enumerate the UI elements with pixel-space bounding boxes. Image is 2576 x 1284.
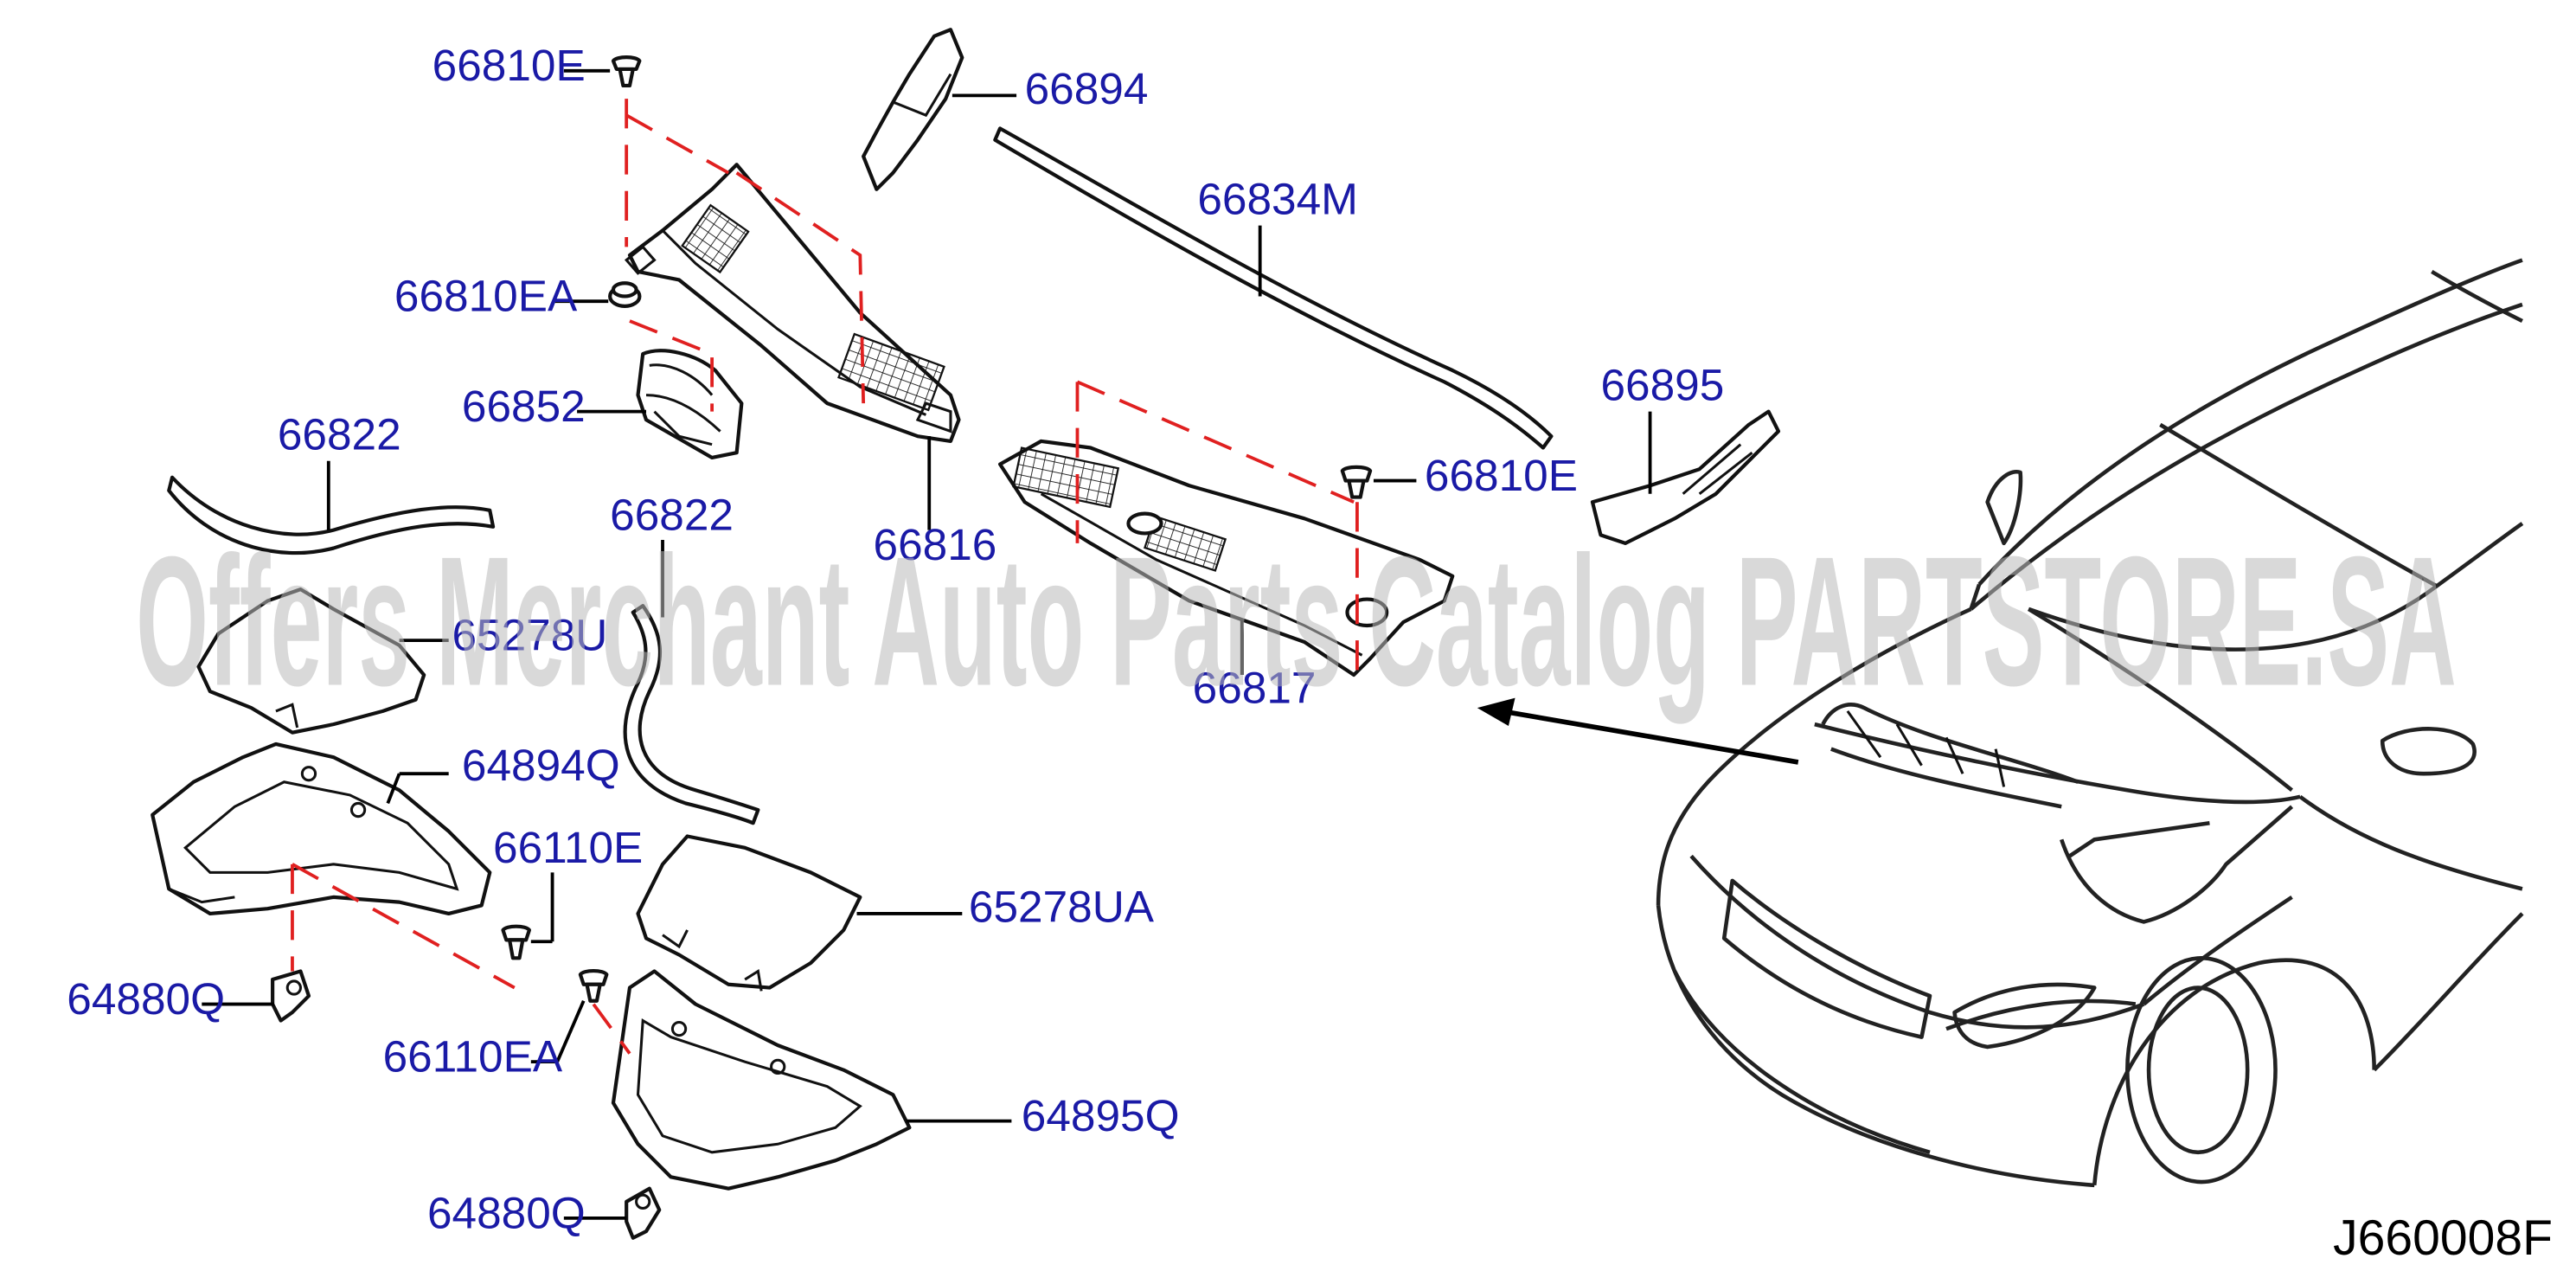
- label-66817: 66817: [1193, 663, 1317, 712]
- clip-66110E: [501, 924, 532, 960]
- clip-66110EA: [578, 968, 609, 1003]
- part-66816: [624, 163, 961, 443]
- label-66110E: 66110E: [493, 823, 643, 872]
- leader-lines: [202, 68, 1652, 1220]
- label-66894: 66894: [1025, 64, 1149, 113]
- part-66834M: [993, 126, 1554, 450]
- part-65278U: [196, 587, 426, 735]
- label-64880Q-bottom: 64880Q: [427, 1188, 586, 1237]
- part-66852: [636, 349, 744, 460]
- label-66810E-top: 66810E: [433, 41, 586, 90]
- part-66894: [862, 28, 964, 191]
- car-illustration: [1656, 258, 2524, 1188]
- label-64894Q: 64894Q: [462, 741, 620, 790]
- clip-66810E-mid: [1340, 465, 1373, 499]
- label-66822-left: 66822: [278, 409, 401, 459]
- part-66895: [1590, 409, 1781, 545]
- location-arrow: [1477, 697, 1799, 765]
- diagram-code: J660008F: [2333, 1210, 2553, 1266]
- part-66817: [997, 439, 1455, 677]
- grommet-66810EA: [608, 281, 642, 308]
- label-65278UA: 65278UA: [969, 882, 1155, 931]
- assembly-lines: [291, 99, 1359, 1055]
- part-65278UA: [636, 834, 862, 992]
- part-66822-left: [167, 475, 496, 555]
- label-66834M: 66834M: [1197, 174, 1358, 223]
- label-64895Q: 64895Q: [1022, 1091, 1180, 1140]
- part-64880Q-left: [271, 969, 311, 1023]
- part-64895Q: [611, 969, 912, 1191]
- label-66822-mid: 66822: [610, 491, 734, 540]
- label-66816: 66816: [874, 520, 997, 569]
- label-66110EA: 66110EA: [383, 1032, 563, 1082]
- part-64880Q-bottom: [625, 1186, 662, 1240]
- label-65278U: 65278U: [452, 611, 607, 660]
- label-64880Q-left: 64880Q: [67, 974, 225, 1024]
- label-66810E-mid: 66810E: [1425, 451, 1578, 500]
- part-66822-mid: [623, 604, 760, 825]
- clip-66810E-top: [611, 55, 642, 88]
- label-66895: 66895: [1600, 360, 1724, 409]
- label-66852: 66852: [462, 382, 586, 431]
- part-labels: 66810E 66894 66834M 66810EA 66852 66895 …: [67, 41, 1724, 1237]
- part-64894Q: [151, 742, 492, 916]
- watermark-text: Offers Merchant Auto Parts Catalog PARTS…: [136, 518, 2457, 724]
- label-66810EA: 66810EA: [394, 272, 578, 321]
